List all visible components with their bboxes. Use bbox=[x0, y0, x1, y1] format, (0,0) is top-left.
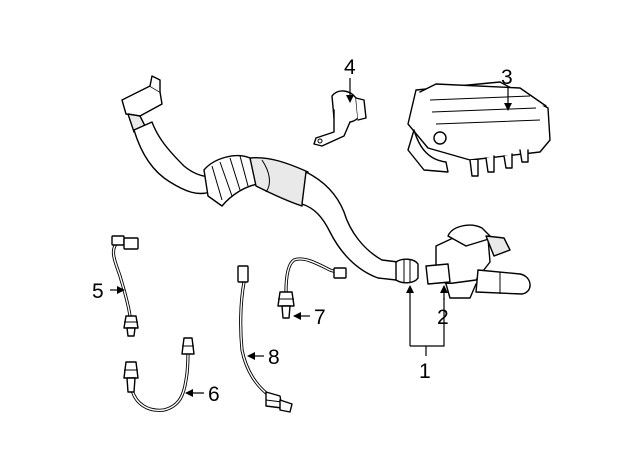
callout-6: 6 bbox=[208, 383, 220, 406]
oxygen-sensor-5 bbox=[111, 235, 139, 337]
callout-8: 8 bbox=[268, 346, 280, 369]
callout-4: 4 bbox=[344, 56, 356, 79]
oxygen-sensor-8 bbox=[237, 265, 293, 413]
evap-canister bbox=[407, 81, 551, 177]
callout-3: 3 bbox=[501, 66, 513, 89]
callout-7: 7 bbox=[314, 306, 326, 329]
callout-1: 1 bbox=[419, 360, 431, 383]
vapor-hose-assembly bbox=[121, 75, 419, 284]
mounting-bracket bbox=[313, 90, 367, 147]
leader-lines bbox=[110, 78, 512, 397]
callout-5: 5 bbox=[92, 280, 104, 303]
oxygen-sensor-6 bbox=[123, 337, 195, 412]
oxygen-sensor-7 bbox=[277, 257, 347, 319]
callout-2: 2 bbox=[437, 306, 449, 329]
purge-valve bbox=[425, 224, 531, 299]
